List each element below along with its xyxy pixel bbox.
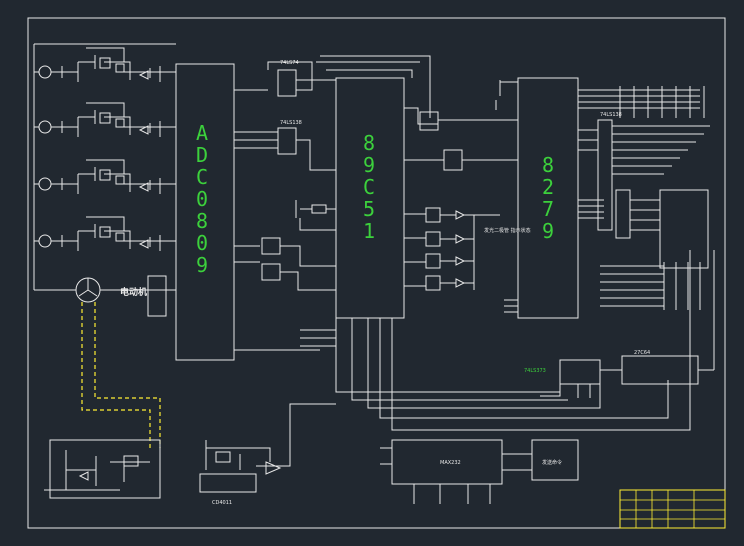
keyboard-matrix <box>600 189 709 310</box>
sensor-channel-4 <box>34 216 176 251</box>
rom-chip: 27C64 <box>600 250 715 385</box>
title-block <box>619 489 726 529</box>
flipflop-label: 74LS74 <box>280 60 299 66</box>
decoder2-label: 74LS138 <box>600 112 622 118</box>
motor-symbol: 电动机 <box>34 275 176 317</box>
decoder-chip-1: 74LS138 <box>277 120 336 171</box>
drive-circuit <box>44 439 161 499</box>
motor-box <box>147 275 167 317</box>
latch-label: 74LS373 <box>524 368 546 374</box>
led-note: 发光二极管 指示状态 <box>484 227 531 234</box>
rom-label: 27C64 <box>634 350 650 356</box>
motor-label: 电动机 <box>120 286 147 298</box>
comm-label: 发送命令 <box>542 459 562 466</box>
segment-lines <box>619 86 705 118</box>
rs232-chip: MAX232 发送命令 <box>380 439 579 504</box>
decoder-chip-2: 74LS138 <box>597 112 710 231</box>
sensor-channel-2 <box>34 102 176 137</box>
flipflop-chip: 74LS74 <box>267 60 336 97</box>
latch-chip: 74LS373 <box>524 359 601 398</box>
status-leds: 发光二极管 指示状态 <box>425 207 531 291</box>
rs232-label: MAX232 <box>440 460 461 466</box>
reset-circuit: CD4011 <box>199 403 336 506</box>
drawing-frame <box>27 17 726 529</box>
decoder1-label: 74LS138 <box>280 120 302 126</box>
sensor-channel-1 <box>34 47 176 82</box>
sensor-channel-3 <box>34 159 176 194</box>
crystal <box>295 200 336 231</box>
feedback-dashed-line <box>81 302 161 448</box>
gate-chip-label: CD4011 <box>212 500 232 506</box>
sensor-channels <box>33 43 176 290</box>
logic-gates <box>261 237 336 291</box>
comm-box <box>531 439 579 481</box>
gate-top <box>419 111 518 171</box>
